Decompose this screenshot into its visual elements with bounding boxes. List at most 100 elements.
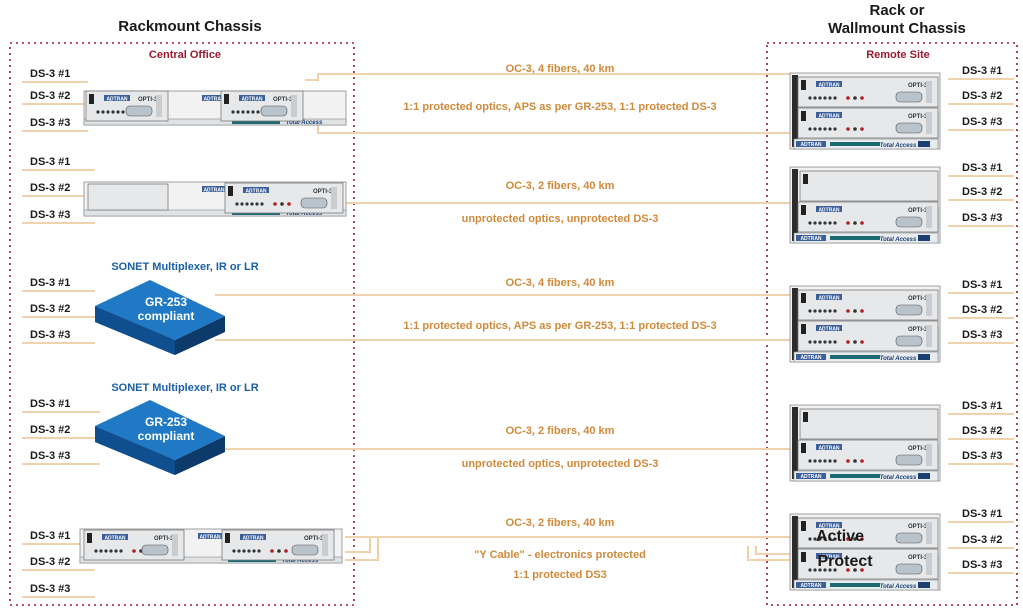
db-connector [895,563,923,575]
card-body [224,182,344,214]
footer-brand-text: ADTRAN [800,474,821,480]
led [813,537,817,541]
model-text: OPTI-3 [138,97,158,103]
led [232,549,236,553]
chassis-left-rail [792,407,798,479]
led [833,127,837,131]
brand-badge [816,325,842,331]
card-latch [224,94,229,104]
rack-brand-badge [202,95,226,101]
card-latch [87,533,92,543]
db-connector [895,216,923,228]
footer-stripe [830,142,880,146]
led [236,110,240,114]
led-red [846,340,850,344]
protection-label: 1:1 protected DS3 [513,569,607,581]
led [823,127,827,131]
led [106,110,110,114]
led [828,127,832,131]
ds3-port-label: DS-3 #2 [30,424,70,436]
brand-text: ADTRAN [818,446,839,452]
led [818,96,822,100]
right-chassis-title-line2: Wallmount Chassis [828,20,966,37]
sonet-multiplexer-label: SONET Multiplexer, IR or LR [111,382,258,394]
protection-label: 1:1 protected optics, APS as per GR-253,… [403,101,716,113]
ds3-port-label: DS-3 #3 [30,329,70,341]
card-latch [801,521,806,531]
blank-card [87,183,169,211]
led [260,202,264,206]
led [101,110,105,114]
card-edge [322,534,328,556]
ds3-port-label: DS-3 #3 [30,583,70,595]
led [828,340,832,344]
model-text: OPTI-3 [304,536,324,542]
footer-logo [918,235,930,241]
led [833,96,837,100]
link-spec-label: OC-3, 2 fibers, 40 km [506,517,615,529]
card-latch [803,174,808,184]
led-red [846,221,850,225]
led [111,110,115,114]
model-text: OPTI-3 [273,97,293,103]
db-connector [895,91,923,103]
card-edge [926,81,932,103]
db-connector [260,105,288,117]
protection-label: unprotected optics, unprotected DS-3 [462,213,659,225]
central-office-label: Central Office [149,49,221,61]
ds3-port-label: DS-3 #3 [30,450,70,462]
model-text: OPTI-3 [908,446,928,452]
mux-side [95,306,225,355]
ds3-port-label: DS-3 #3 [962,212,1002,224]
led-red [846,309,850,313]
led [235,202,239,206]
led [823,568,827,572]
led [853,459,857,463]
led-red [273,202,277,206]
model-text: OPTI-3 [908,296,928,302]
rack-lip [83,209,347,217]
led [823,459,827,463]
led [237,549,241,553]
db-connector [291,544,319,556]
led [808,309,812,313]
link-spec-label: OC-3, 4 fibers, 40 km [506,63,615,75]
rack-stripe [232,121,280,124]
brand-badge [104,95,130,101]
fiber-line [305,123,795,134]
series-text: Total Access [880,143,917,149]
card-edge [926,112,932,134]
card-latch [801,324,806,334]
card-latch [801,205,806,215]
led-red [860,459,864,463]
brand-text: ADTRAN [818,555,839,561]
led [245,202,249,206]
ds3-port-label: DS-3 #2 [962,534,1002,546]
brand-badge [816,206,842,212]
led [853,340,857,344]
brand-text: ADTRAN [241,97,262,103]
footer-brand-badge [796,473,826,479]
fiber-line [345,538,379,561]
footer-brand-text: ADTRAN [800,355,821,361]
mux-top [95,400,225,460]
fiber-line-core [345,538,371,553]
led [813,96,817,100]
card-latch [801,443,806,453]
card-edge [926,553,932,575]
rack-brand-text: ADTRAN [203,97,224,103]
led [813,221,817,225]
led [818,309,822,313]
blank-card [799,170,939,202]
led-red [270,549,274,553]
